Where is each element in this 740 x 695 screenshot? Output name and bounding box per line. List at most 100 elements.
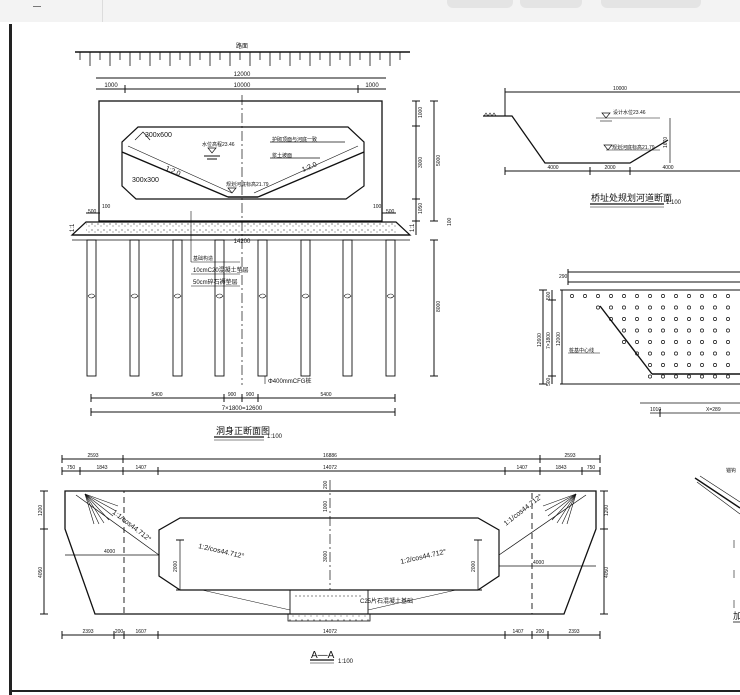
pile-marker <box>674 351 678 356</box>
pile-plan-dim-x: X=289 <box>706 407 721 413</box>
pile-marker <box>713 305 717 310</box>
pile-marker <box>713 294 717 298</box>
aa-dim-1200-left: 1200 <box>38 505 44 516</box>
pile-marker <box>687 317 691 321</box>
dim-bottom-slab: 1050 <box>418 203 424 214</box>
river-dim-right: 4000 <box>662 165 673 171</box>
pile-marker <box>713 374 717 379</box>
pile-marker <box>687 305 691 310</box>
pile-marker <box>700 328 704 333</box>
pile-marker <box>700 340 704 344</box>
pile-marker <box>661 317 665 321</box>
pile-marker <box>700 317 704 321</box>
pile-marker <box>622 317 626 321</box>
front-section-text: 路面 12000 10000 1000 1000 300x600 300x300… <box>70 42 453 440</box>
front-section-scale: 1:100 <box>267 434 283 440</box>
aa-slope-outer-left: 1:1/cos44.712° <box>111 508 153 543</box>
fan-right <box>542 493 577 525</box>
pile-marker <box>661 374 665 379</box>
river-water-level: 设计水位23.46 <box>613 109 646 116</box>
dim-900-left: 900 <box>228 392 237 398</box>
pile-marker <box>700 351 704 356</box>
drawing-frame-bottom <box>9 690 740 692</box>
pile-plan-dim-500-top: 500 <box>546 291 552 300</box>
fit-page-button[interactable] <box>520 0 582 8</box>
aa-dim-4000-right: 4000 <box>533 560 544 566</box>
dim-total-height: 5000 <box>436 155 442 166</box>
minimize-icon[interactable] <box>33 6 41 7</box>
water-level-note: 水位高程23.46 <box>202 141 235 148</box>
aa-dim-2000-left: 2000 <box>173 561 179 572</box>
aa-dim-4000-left: 4000 <box>104 549 115 555</box>
dim-100-left: 100 <box>102 204 111 210</box>
dim-base-width: 14200 <box>234 239 251 245</box>
dim-right-wall: 1000 <box>365 83 379 89</box>
pile-row <box>86 239 396 377</box>
pile-marker <box>570 294 574 298</box>
pile-marker <box>726 305 730 310</box>
river-section-text: 10000 设计水位23.46 规划河底标高21.79 1670 4000 20… <box>547 86 681 206</box>
pile-marker <box>635 294 639 298</box>
pile-marker <box>713 328 717 333</box>
pile-plan-grid <box>570 294 730 379</box>
pile-marker <box>674 305 678 310</box>
aa-dim-200-br: 200 <box>536 629 545 635</box>
aa-dim-1407-br: 1407 <box>512 629 523 635</box>
pile-marker <box>648 340 652 344</box>
detail-partial <box>694 475 740 623</box>
pile-plan-dim-500-bottom: 500 <box>546 377 552 386</box>
pile-plan-dim-290: 290 <box>559 274 568 280</box>
aa-dim-2593-left: 2593 <box>87 453 98 459</box>
zoom-level-button[interactable] <box>601 0 701 8</box>
dim-inner-width: 10000 <box>234 83 251 89</box>
drawing-canvas[interactable] <box>0 22 740 695</box>
aa-dim-1407-right: 1407 <box>516 465 527 471</box>
aa-dim-1607: 1607 <box>135 629 146 635</box>
pile-marker <box>635 328 639 333</box>
drawing-frame-left <box>9 24 12 695</box>
river-dim-depth: 1670 <box>663 137 669 148</box>
pile-marker <box>726 363 730 367</box>
pile-plan-dim-12000: 12000 <box>556 332 562 346</box>
pile-marker <box>622 328 626 333</box>
detail-label-1: 锚钩 <box>726 467 736 474</box>
pile-length: 8000 <box>436 301 442 312</box>
pile-marker <box>674 294 678 298</box>
zoom-out-button[interactable] <box>447 0 513 8</box>
aa-dim-200-bl: 200 <box>115 629 124 635</box>
pile-marker <box>687 340 691 344</box>
pile-marker <box>661 305 665 310</box>
pile-marker <box>700 363 704 367</box>
aa-dim-14072-bottom: 14072 <box>323 629 337 635</box>
pile-marker <box>635 305 639 310</box>
pile-plan-note: 桩基中心线 <box>569 347 594 354</box>
aa-foundation-note: C25片石混凝土基础 <box>360 597 413 605</box>
pile-marker <box>661 328 665 333</box>
pile-marker <box>635 340 639 344</box>
pile-marker <box>713 317 717 321</box>
pile-marker <box>648 328 652 333</box>
pile-marker <box>609 317 613 321</box>
pile-note: Φ400mmCFG桩 <box>268 377 311 385</box>
river-section-title: 桥址处规划河道断面 <box>591 192 672 203</box>
river-section-scale: 1:100 <box>666 200 682 206</box>
pile-marker <box>713 363 717 367</box>
pile-marker <box>622 340 626 344</box>
front-section-title: 洞身正断面图 <box>216 425 270 436</box>
pile-plan-text: 290 12600 7×1800 12000 500 500 桩基中心线 101… <box>537 274 721 413</box>
aa-slope-inner-left: 1:2/cos44.712° <box>198 542 246 560</box>
dim-100-right: 100 <box>373 204 382 210</box>
pile-marker <box>622 305 626 310</box>
pile-marker <box>609 305 613 310</box>
pile-marker <box>635 317 639 321</box>
aa-dim-2393-left: 2393 <box>82 629 93 635</box>
aa-dim-4050-right: 4050 <box>604 567 610 578</box>
aa-dim-16886: 16886 <box>323 453 337 459</box>
base-note-2: 10cmC20混凝土垫层 <box>193 266 249 274</box>
aa-dim-1843-right: 1843 <box>555 465 566 471</box>
river-bed-level: 规划河底标高21.79 <box>612 144 655 151</box>
pile-marker <box>609 294 613 298</box>
dim-total-width: 12000 <box>234 72 251 78</box>
aa-dim-14072-top: 14072 <box>323 465 337 471</box>
aa-scale: 1:100 <box>338 659 354 665</box>
